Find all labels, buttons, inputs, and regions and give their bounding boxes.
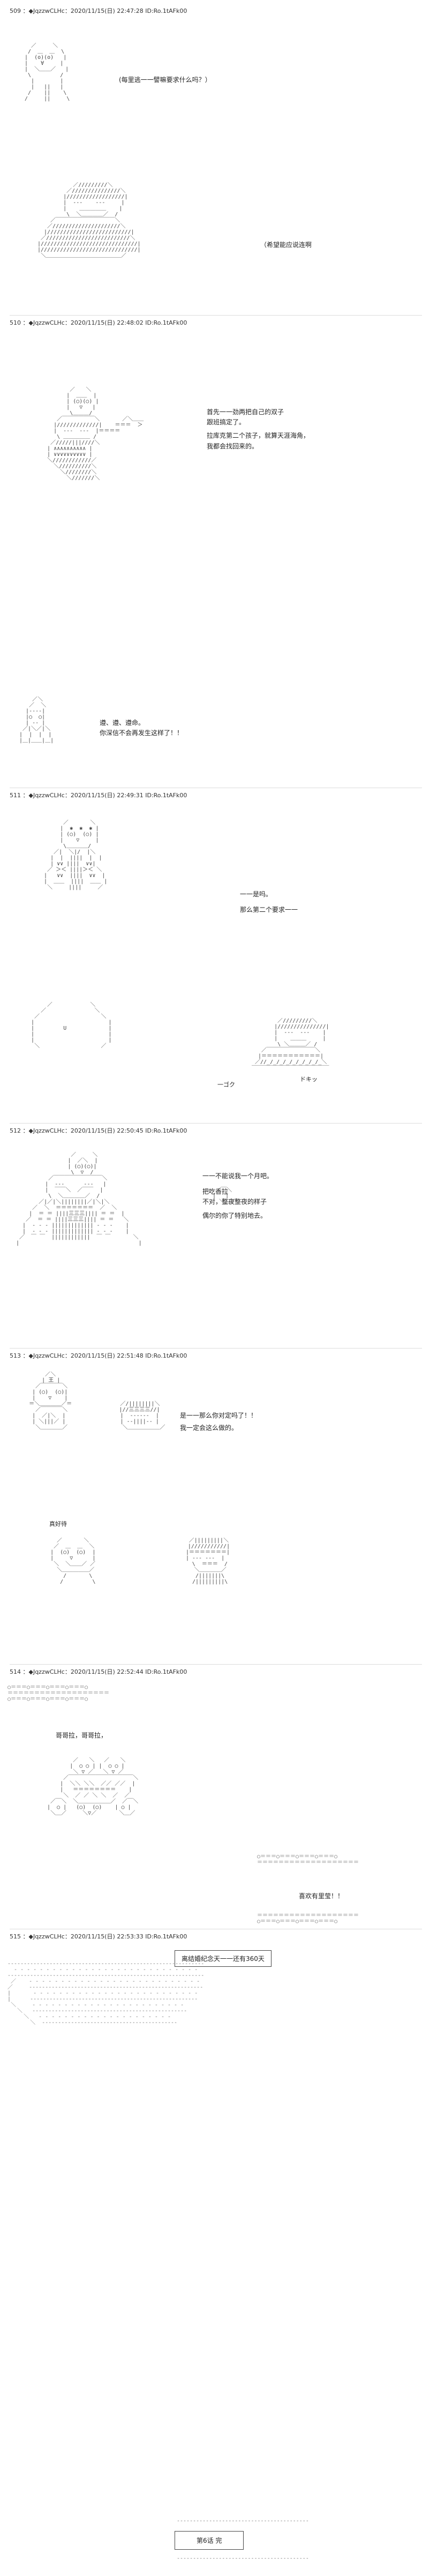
ascii-art-character: ／￣￣￣￣＼ | ✱ ✱ ✱ | | (○) (○) | | ▽ | \＿＿＿＿…	[44, 820, 108, 890]
decorative-lines: ○＝＝＝○＝＝＝○＝＝＝○＝＝＝○ ＝＝＝＝＝＝＝＝＝＝＝＝＝＝＝＝＝＝＝	[257, 1854, 359, 1866]
post-header: 509 ：◆JqzzwCLHc：2020/11/15(日) 22:47:28 I…	[10, 8, 187, 14]
dialogue-line: 哥哥拉，哥哥拉，	[56, 1732, 108, 1739]
dialogue-line: 喜欢有里莹！！	[299, 1892, 344, 1900]
caption-box: 离结婚纪念天一一还有360天	[175, 1950, 271, 1967]
ascii-art-helmet: ／＼ ／ ＼ |‐‐‐‐| |○ ○| | ‐‐ | ／|＼／|＼ | | | …	[19, 697, 54, 744]
post-divider	[10, 1123, 422, 1124]
chapter-end-box: 第6话 完	[175, 2531, 244, 2550]
dialogue-block: 一一是吗。 那么第二个要求一一	[240, 889, 298, 915]
dialogue-line: 我一定会这么做的。	[180, 1424, 238, 1432]
ascii-art-blob: ／￣￣￣￣￣￣￣＼ ／ ＼ ／ ＼ | | | U | | | | | ＼	[31, 1002, 112, 1049]
dialogue-line: ドキッ	[300, 1076, 318, 1083]
ascii-art-figure: ／￣￣＼ | ＿＿ | | (○)(○) | | ▽ | \＿＿＿/ ／￣￣￣￣…	[47, 387, 144, 481]
decorative-lines: ‐‐‐‐‐‐‐‐‐‐‐‐‐‐‐‐‐‐‐‐‐‐‐‐‐‐‐‐‐‐‐‐‐‐‐‐‐‐‐‐…	[177, 2518, 309, 2524]
decorative-lines: ○＝＝＝○＝＝＝○＝＝＝○＝＝＝○ ＝＝＝＝＝＝＝＝＝＝＝＝＝＝＝＝＝＝＝ ○＝…	[7, 1684, 109, 1702]
ascii-art-face: ／￣￣￣＼ / ＿ ＿ \ | (o)(o) | | ∀ | | ＼＿＿／ | …	[25, 43, 70, 102]
dialogue-line: 一一不能说我一个月吧。	[202, 1172, 274, 1180]
post-header: 515 ：◆JqzzwCLHc：2020/11/15(日) 22:53:33 I…	[10, 1933, 187, 1940]
post-header: 510 ：◆JqzzwCLHc：2020/11/15(日) 22:48:02 I…	[10, 319, 187, 326]
dialogue-block: 一一不能说我一个月吧。 把吃香拉 不对，整夜整夜的样子 偶尔的你了特别地去。	[202, 1171, 273, 1221]
post-header: 514 ：◆JqzzwCLHc：2020/11/15(日) 22:52:44 I…	[10, 1668, 187, 1675]
dialogue-block: 是一一那么你对定吗了！！ 我一定会这么做的。	[180, 1411, 257, 1433]
dialogue-line: 拉库克第二个孩子，就算天涯海角，	[207, 432, 310, 440]
decorative-lines: ‐‐‐‐‐‐‐‐‐‐‐‐‐‐‐‐‐‐‐‐‐‐‐‐‐‐‐‐‐‐‐‐‐‐‐‐‐‐‐‐…	[177, 2556, 309, 2562]
ascii-art-worker: ／/////////＼ |///////////////| | ‐‐‐ ‐‐‐ …	[252, 1018, 329, 1071]
dialogue-line: 一一是吗。	[240, 890, 273, 898]
dialogue-line: 真好待	[49, 1521, 67, 1527]
post-header: 513 ：◆JqzzwCLHc：2020/11/15(日) 22:51:48 I…	[10, 1352, 187, 1359]
post-divider	[10, 315, 422, 316]
speed-lines: ‐‐‐‐‐‐‐‐‐‐‐‐‐‐‐‐‐‐‐‐‐‐‐‐‐‐‐‐‐‐‐‐‐‐‐‐‐‐‐‐…	[7, 1961, 205, 2026]
ascii-art-large-figure: ／￣￣￣＼ | ／＼ | | (○)(○)| \ ▽ / ／￣￣￣￣￣￣￣￣￣＼…	[16, 1152, 236, 1246]
dialogue-line: 是一一那么你对定吗了！！	[180, 1412, 258, 1419]
dialogue-line: 跟班搞定了。	[207, 418, 246, 426]
dialogue-line: 不对，整夜整夜的样子	[202, 1198, 267, 1206]
dialogue-line: 遵、遵、遵命。	[100, 719, 145, 727]
dialogue-line: 偶尔的你了特别地去。	[202, 1211, 267, 1219]
dialogue-block: 首先一一劲两把自己的双子 跟班搞定了。 拉库克第二个孩子，就算天涯海角， 我都会…	[207, 407, 310, 452]
ascii-art-crowd: ／/////////＼ ／///////////////＼ |/////////…	[37, 182, 141, 259]
post-divider	[10, 1348, 422, 1349]
dialogue-block: 遵、遵、遵命。 你深信不会再发生这样了！！	[100, 718, 183, 738]
post-divider	[10, 1664, 422, 1665]
dialogue-line: （希望能应说连啊	[260, 241, 312, 249]
decorative-lines: ＝＝＝＝＝＝＝＝＝＝＝＝＝＝＝＝＝＝＝ ○＝＝＝○＝＝＝○＝＝＝○＝＝＝○	[257, 1913, 359, 1924]
dialogue-line: (每里逃一一譬嘛要求什么吗？）	[119, 76, 212, 84]
dialogue-line: 一ゴク	[217, 1081, 235, 1088]
dialogue-line: 我都会找回来的。	[207, 442, 259, 450]
ascii-art-hugging: ／￣￣＼ ／￣￣＼ | ○ ○ | | ○ ○ | ＼ ▽ ／ ＼ ▽ ／ ／￣…	[47, 1757, 139, 1816]
ascii-art-pair: ／￣￣￣￣＼ ／|||||||||＼ ／ ＿ ＿ ＼ |///////////|…	[50, 1538, 230, 1585]
ascii-art-king: ／＼ | 王 | ／￣￣￣￣＼ | (○) (○)| | ▽ | ＝＼＿＿＿＿／…	[29, 1372, 165, 1431]
post-header: 512 ：◆JqzzwCLHc：2020/11/15(日) 22:50:45 I…	[10, 1127, 187, 1134]
dialogue-line: 那么第二个要求一一	[240, 906, 298, 914]
dialogue-line: 首先一一劲两把自己的双子	[207, 408, 284, 416]
dialogue-line: 你深信不会再发生这样了！！	[100, 729, 184, 737]
post-header: 511 ：◆JqzzwCLHc：2020/11/15(日) 22:49:31 I…	[10, 792, 187, 799]
dialogue-line: 把吃香拉	[202, 1188, 229, 1196]
